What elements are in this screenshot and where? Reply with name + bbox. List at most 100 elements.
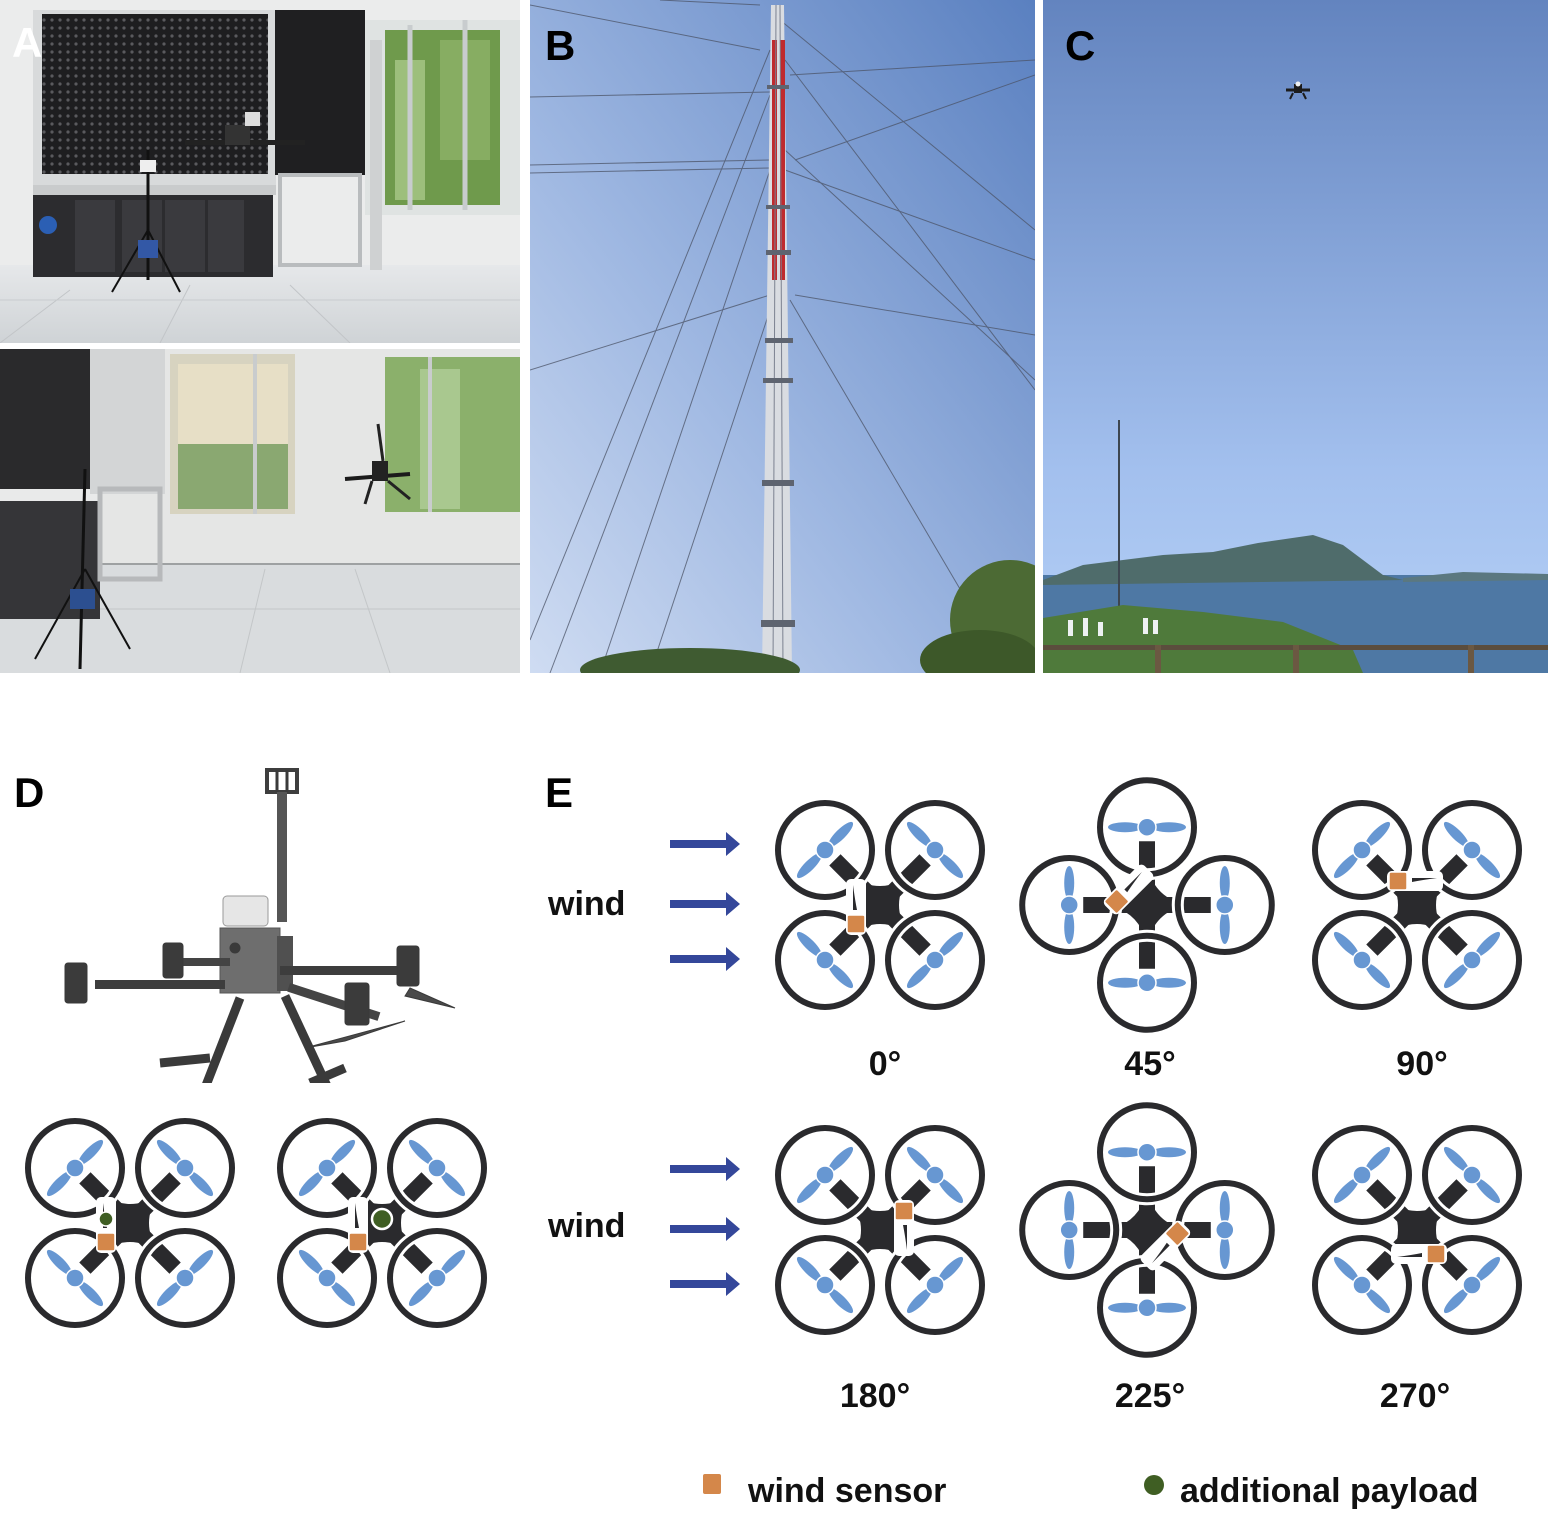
drone-icon (1309, 1122, 1525, 1338)
angle-label-180: 180° (839, 1377, 911, 1415)
rotor-guard (775, 910, 875, 1010)
rotor (1094, 929, 1200, 1036)
rotor-guard (25, 1118, 125, 1218)
rotor (1419, 797, 1525, 903)
rotor (1171, 1177, 1278, 1283)
propeller-icon (1443, 931, 1501, 989)
propeller-icon (1108, 1147, 1186, 1158)
rotor-hub (1462, 1165, 1482, 1185)
propeller-icon (46, 1139, 104, 1197)
wind-sensor-marker (348, 1232, 368, 1252)
rotor (882, 1122, 988, 1228)
rotor-guard (1422, 1125, 1522, 1225)
rotor (1309, 797, 1415, 903)
rotor-hub (427, 1158, 447, 1178)
wind-label-bottom: wind (548, 1207, 626, 1245)
panel-label-b: B (545, 22, 576, 69)
rotor-hub (815, 1165, 835, 1185)
wind-sensor-marker (1426, 1244, 1446, 1264)
propeller-icon (1064, 866, 1075, 944)
propeller-icon (408, 1249, 466, 1307)
panel-b-photo (530, 0, 1035, 673)
angle-label-45: 45° (1124, 1045, 1176, 1083)
drone-icon (772, 797, 988, 1013)
rotor (1094, 774, 1200, 881)
drone-frame (1083, 1166, 1211, 1294)
rotor-guard (1312, 1235, 1412, 1335)
rotor (772, 797, 878, 903)
propeller-icon (1064, 1191, 1075, 1269)
propeller-icon (298, 1139, 356, 1197)
panel-label-a: A (12, 19, 43, 66)
drone-orientation-180 (772, 1122, 988, 1338)
rotor (1171, 852, 1278, 958)
propeller-icon (1219, 1191, 1230, 1269)
propeller-icon (906, 1256, 964, 1314)
propeller-icon (1443, 1146, 1501, 1204)
rotor (22, 1225, 128, 1331)
rotor-hub (815, 1275, 835, 1295)
rotor (1094, 1099, 1200, 1206)
payload-marker (98, 1211, 114, 1227)
rotor-hub (427, 1268, 447, 1288)
rotor-guard (1312, 1125, 1412, 1225)
propeller-icon (1333, 1256, 1391, 1314)
legend-wind-sensor-label: wind sensor (748, 1472, 947, 1510)
drone-icon (274, 1115, 490, 1331)
rotor-guard (1422, 1235, 1522, 1335)
rotor-hub (815, 950, 835, 970)
rotor (882, 797, 988, 903)
drone-icon (772, 1122, 988, 1338)
sensor-bracket (1151, 1242, 1170, 1264)
propeller-icon (796, 821, 854, 879)
drone-orientation-225 (1016, 1099, 1278, 1361)
drone-orientation-90 (1309, 797, 1525, 1013)
rotor (1309, 1232, 1415, 1338)
rotor-hub (1137, 1298, 1157, 1318)
rotor (384, 1115, 490, 1221)
wind-sensor-marker (1388, 871, 1408, 891)
wind-arrow-icon (670, 1157, 740, 1181)
panel-a-photo-bottom (0, 349, 520, 673)
rotor-guard (387, 1118, 487, 1218)
wind-sensor-marker (96, 1232, 116, 1252)
sensor-bracket (853, 885, 857, 910)
legend-payload-label: additional payload (1180, 1472, 1479, 1510)
rotor (274, 1225, 380, 1331)
propeller-icon (1219, 866, 1230, 944)
panel-a-photo-top (0, 0, 520, 343)
rotor-guard (1174, 1180, 1275, 1280)
rotor-hub (1137, 973, 1157, 993)
drone-frame (1083, 841, 1211, 969)
rotor-hub (1352, 1165, 1372, 1185)
sensor-bracket (1397, 1253, 1422, 1257)
propeller-icon (906, 1146, 964, 1204)
rotor-guard (135, 1228, 235, 1328)
rotor-guard (1174, 855, 1275, 955)
rotor (882, 907, 988, 1013)
propeller-icon (408, 1139, 466, 1197)
rotor-hub (925, 950, 945, 970)
propeller-icon (1443, 821, 1501, 879)
rotor-guard (885, 910, 985, 1010)
propeller-icon (1333, 931, 1391, 989)
propeller-icon (298, 1249, 356, 1307)
rotor-hub (1352, 840, 1372, 860)
angle-label-90: 90° (1396, 1045, 1448, 1083)
wind-sensor-marker (894, 1201, 914, 1221)
wind-arrow-icon (670, 1272, 740, 1296)
payload-marker (370, 1207, 394, 1231)
rotor-hub (1215, 1220, 1235, 1240)
rotor-hub (925, 1165, 945, 1185)
drone-icon (1016, 774, 1278, 1036)
legend-payload-swatch (1144, 1475, 1164, 1495)
sensor-bracket (355, 1203, 359, 1228)
drone-body (1107, 1190, 1187, 1270)
panel-label-c: C (1065, 22, 1096, 69)
drone-icon (1309, 797, 1525, 1013)
panel-label-d: D (14, 769, 45, 816)
rotor-hub (65, 1158, 85, 1178)
rotor-hub (317, 1268, 337, 1288)
rotor-hub (175, 1268, 195, 1288)
wind-sensor-marker (1103, 888, 1130, 915)
